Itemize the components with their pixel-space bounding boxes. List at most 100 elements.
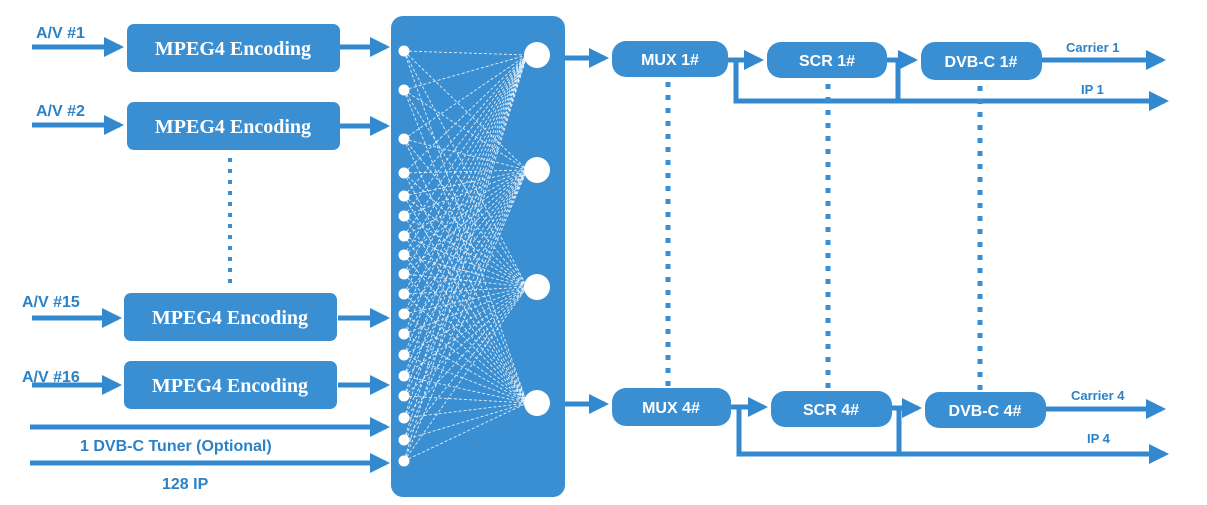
ip-4-label: IP 4 bbox=[1087, 431, 1111, 446]
crosspoint-line bbox=[403, 286, 528, 462]
crosspoint-line bbox=[403, 169, 528, 397]
crosspoint-line bbox=[403, 54, 528, 356]
dvbc-1-box bbox=[921, 42, 1042, 80]
crosspoint-line bbox=[403, 54, 528, 197]
crosspoint-line bbox=[403, 286, 528, 397]
crosspoint-line bbox=[403, 169, 528, 275]
crosspoint-line bbox=[403, 286, 528, 441]
crosspoint-line bbox=[403, 54, 528, 315]
input-arrows bbox=[30, 37, 390, 473]
matrix-input-port bbox=[398, 249, 410, 261]
crosspoint-line bbox=[403, 286, 528, 315]
crosspoint-line bbox=[403, 54, 528, 91]
crosspoint-line bbox=[403, 293, 528, 404]
crosspoint-line bbox=[403, 313, 528, 404]
carrier-4-label: Carrier 4 bbox=[1071, 388, 1125, 403]
crosspoint-line bbox=[403, 54, 528, 419]
mux-4-box bbox=[612, 388, 731, 426]
crosspoint-line bbox=[403, 54, 528, 174]
encoder-2-label: MPEG4 Encoding bbox=[155, 116, 311, 138]
crosspoint-line bbox=[403, 54, 528, 377]
chain-1: MUX 1# SCR 1# DVB-C 1# Carrier 1 IP 1 bbox=[612, 40, 1169, 111]
scr-4-label: SCR 4# bbox=[803, 402, 859, 419]
encoder-16: MPEG4 Encoding bbox=[124, 361, 337, 409]
matrix-input-port bbox=[398, 390, 410, 402]
encoder-1: MPEG4 Encoding bbox=[127, 24, 340, 72]
encoder-2: MPEG4 Encoding bbox=[127, 102, 340, 150]
matrix-input-port bbox=[398, 328, 410, 340]
ip-input-label: 128 IP bbox=[162, 476, 209, 493]
crosspoint-line bbox=[403, 273, 528, 288]
encoder-15-label: MPEG4 Encoding bbox=[152, 307, 308, 329]
crosspoint-line bbox=[403, 138, 528, 171]
matrix-input-port bbox=[398, 268, 410, 280]
crosspoint-line bbox=[403, 169, 528, 356]
crosspoint-line bbox=[403, 195, 528, 404]
crosspoint-line bbox=[403, 169, 528, 237]
matrix-input-port bbox=[398, 167, 410, 179]
matrix-output-port bbox=[524, 157, 550, 183]
input-label-av2: A/V #2 bbox=[36, 103, 85, 120]
scr-1-box bbox=[767, 42, 887, 78]
ip-4-arrow bbox=[736, 407, 1169, 464]
crosspoint-line bbox=[403, 54, 528, 256]
crosspoint-line bbox=[403, 375, 528, 404]
matrix-output-ports bbox=[524, 42, 550, 416]
matrix-input-port bbox=[398, 133, 410, 145]
crosspoint-line bbox=[403, 395, 528, 404]
switch-output-arrows bbox=[565, 48, 609, 414]
matrix-input-port bbox=[398, 190, 410, 202]
matrix-input-port bbox=[398, 45, 410, 57]
dvbc-4-box bbox=[925, 392, 1046, 428]
crosspoint-line bbox=[403, 286, 528, 356]
crosspoint-line bbox=[403, 286, 528, 377]
matrix-input-port bbox=[398, 349, 410, 361]
matrix-input-port bbox=[398, 455, 410, 467]
crosspoint-line bbox=[403, 89, 528, 288]
scr-1-label: SCR 1# bbox=[799, 53, 855, 70]
matrix-input-port bbox=[398, 210, 410, 222]
crosspoint-line bbox=[403, 54, 528, 441]
scr-4-box bbox=[771, 391, 892, 427]
crosspoint-line bbox=[403, 54, 528, 217]
crosspoint-line bbox=[403, 169, 528, 462]
matrix-output-port bbox=[524, 42, 550, 68]
ip-1-label: IP 1 bbox=[1081, 82, 1104, 97]
matrix-input-port bbox=[398, 370, 410, 382]
switch-matrix bbox=[391, 16, 565, 497]
dvbc-4-label: DVB-C 4# bbox=[949, 403, 1022, 420]
encoder-1-label: MPEG4 Encoding bbox=[155, 38, 311, 60]
input-label-av15: A/V #15 bbox=[22, 294, 80, 311]
crosspoint-line bbox=[403, 138, 528, 404]
crosspoint-line bbox=[403, 54, 528, 397]
matrix-output-port bbox=[524, 390, 550, 416]
crosspoint-line bbox=[403, 50, 528, 288]
mux-4-label: MUX 4# bbox=[642, 400, 700, 417]
crosspoint-line bbox=[403, 54, 528, 462]
crosspoint-line bbox=[403, 286, 528, 335]
dvbc-1-label: DVB-C 1# bbox=[945, 54, 1018, 71]
crosspoint-line bbox=[403, 169, 528, 217]
matrix-input-port bbox=[398, 434, 410, 446]
matrix-input-port bbox=[398, 230, 410, 242]
crosspoint-line bbox=[403, 50, 528, 171]
crosspoint-line bbox=[403, 215, 528, 404]
input-label-av1: A/V #1 bbox=[36, 25, 85, 42]
crosspoint-line bbox=[403, 169, 528, 335]
ip-1-arrow bbox=[733, 60, 1169, 111]
crosspoint-line bbox=[403, 235, 528, 288]
chain-4: MUX 4# SCR 4# DVB-C 4# Carrier 4 IP 4 bbox=[612, 388, 1169, 464]
crosspoint-line bbox=[403, 54, 528, 335]
crosspoint-line bbox=[403, 286, 528, 295]
matrix-input-port bbox=[398, 308, 410, 320]
matrix-input-ports bbox=[398, 45, 410, 467]
input-label-av16: A/V #16 bbox=[22, 369, 80, 386]
carrier-1-label: Carrier 1 bbox=[1066, 40, 1119, 55]
crosspoint-line bbox=[403, 235, 528, 404]
crosspoint-line bbox=[403, 89, 528, 404]
chain-ellipsis-lines bbox=[665, 82, 983, 390]
crosspoint-line bbox=[403, 333, 528, 404]
crosspoint-line bbox=[403, 169, 528, 295]
matrix-crosspoint-lines bbox=[403, 50, 528, 462]
